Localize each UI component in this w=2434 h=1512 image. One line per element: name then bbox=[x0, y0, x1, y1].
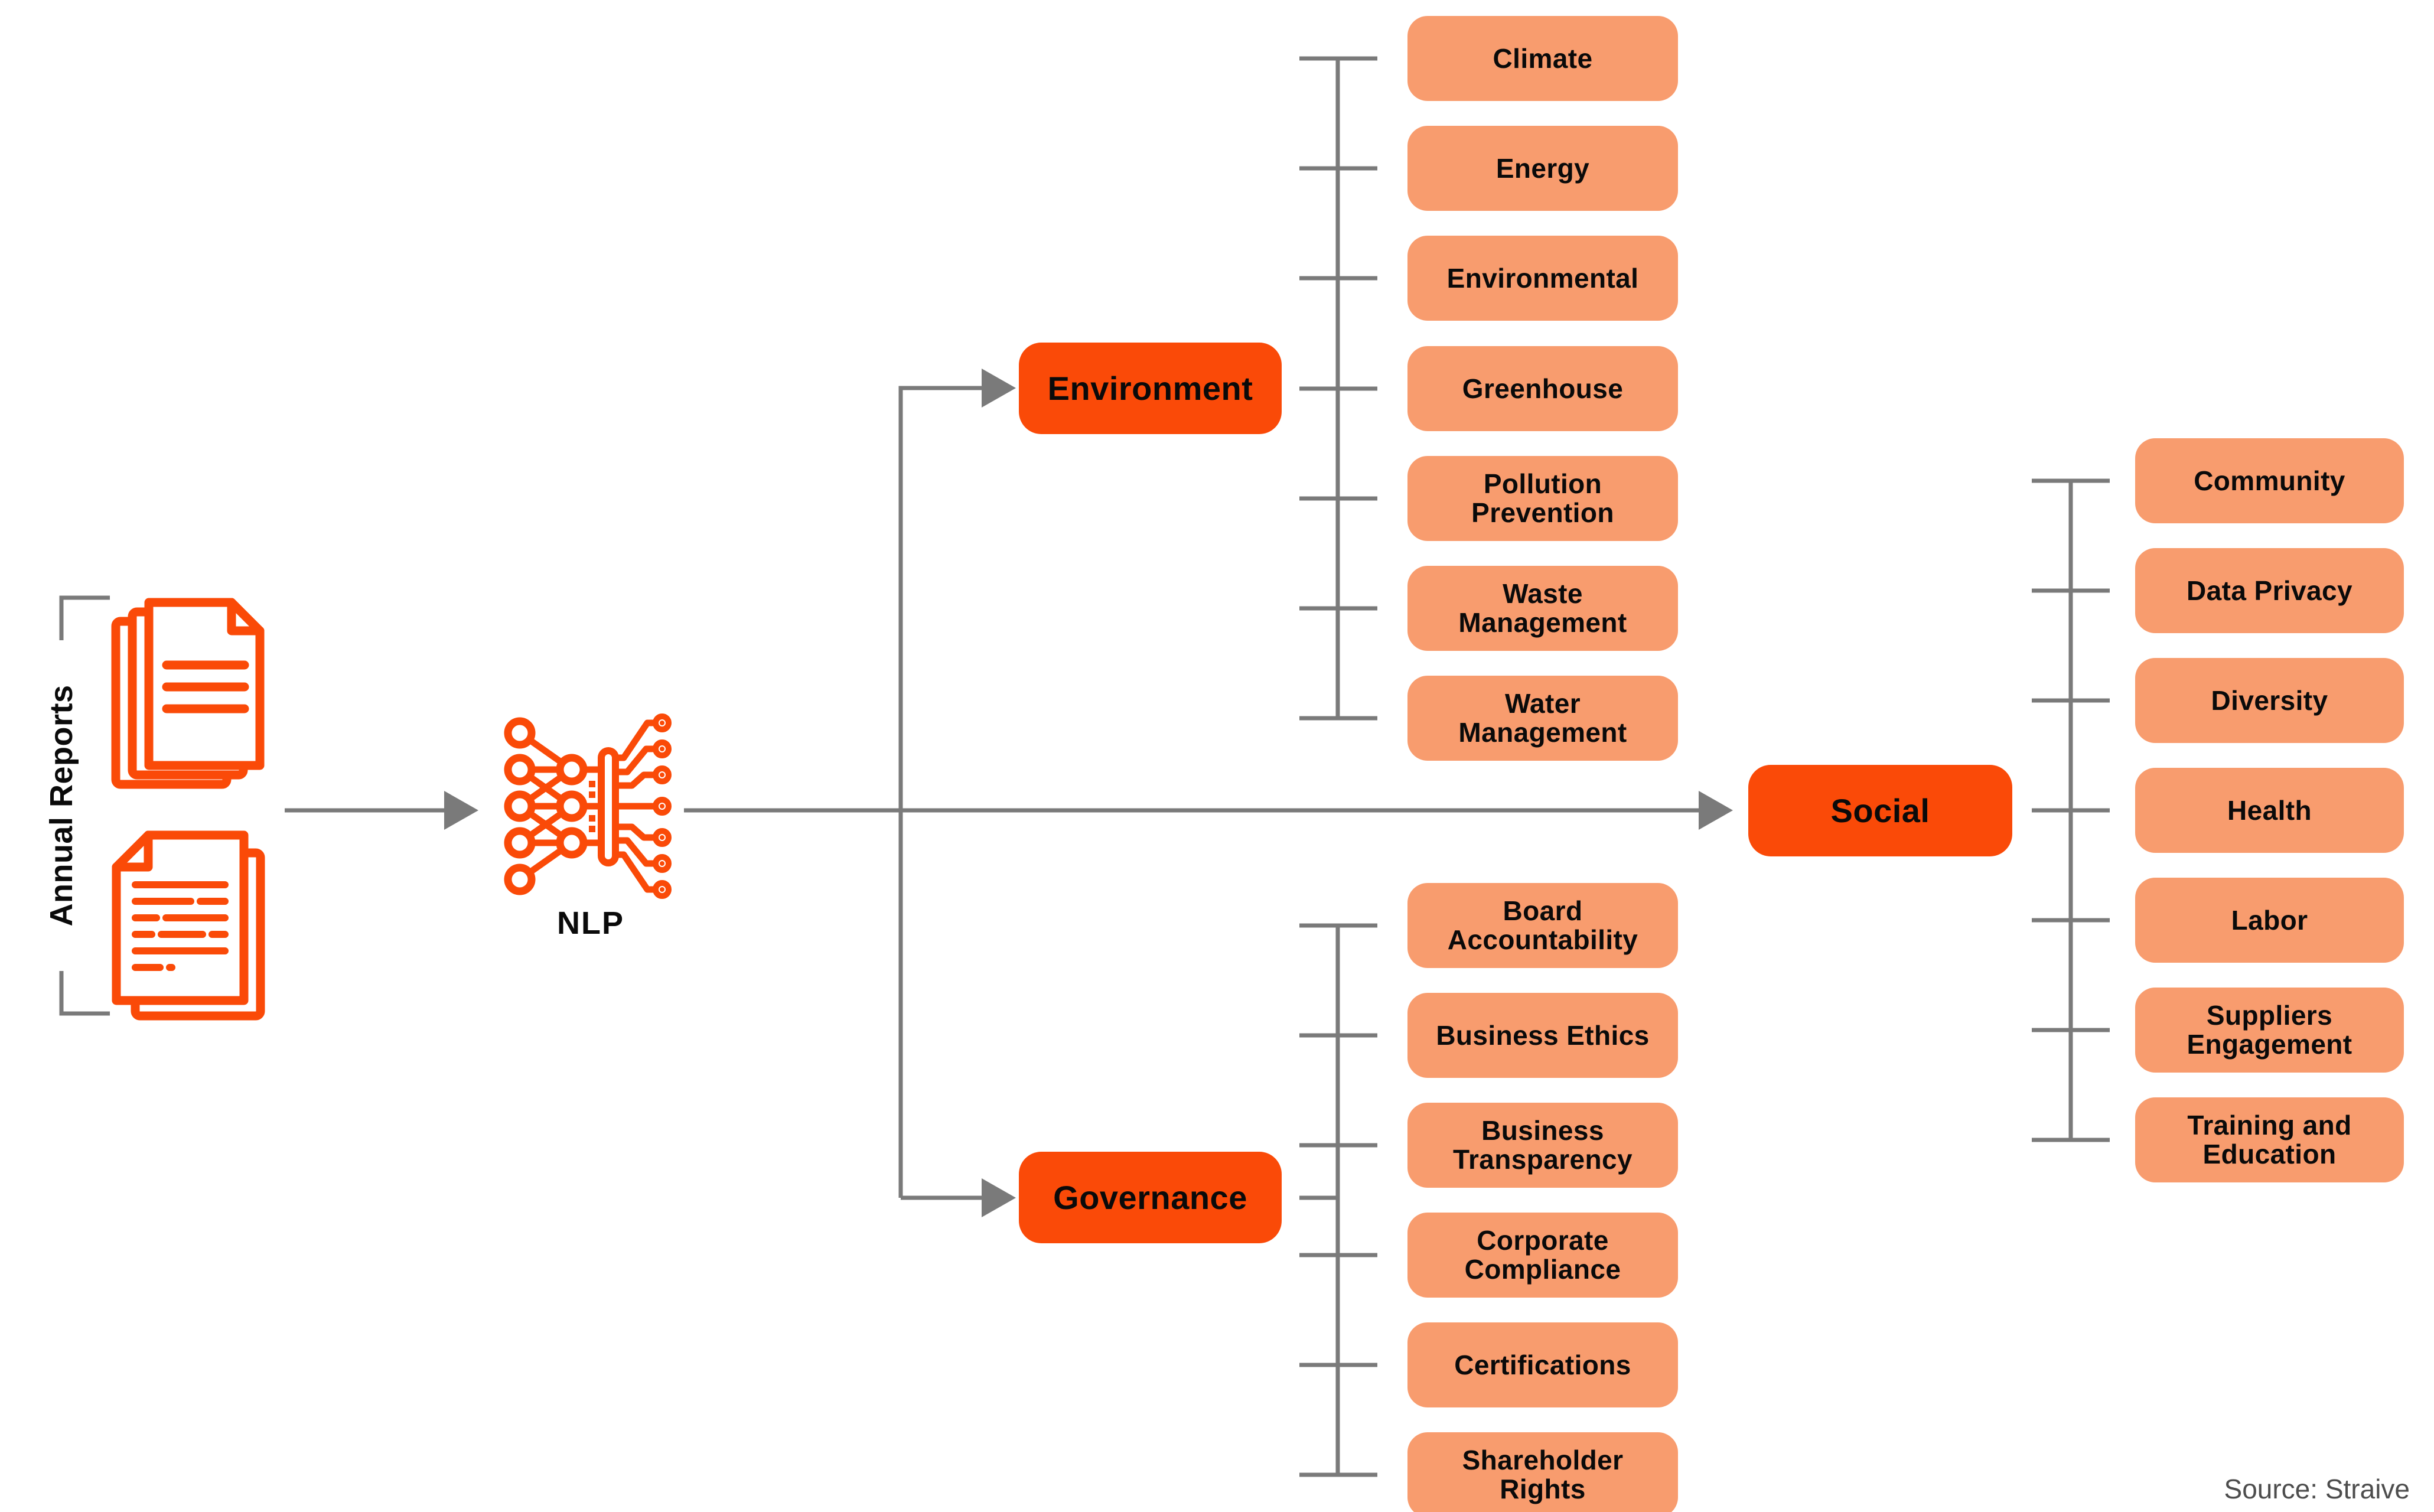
child-box-energy: Energy bbox=[1407, 126, 1678, 211]
social-arrow-head bbox=[1699, 791, 1733, 830]
document-stack-icon bbox=[111, 598, 265, 789]
category-box-governance: Governance bbox=[1019, 1152, 1282, 1243]
child-box-suppliers-engagement: Suppliers Engagement bbox=[2135, 988, 2404, 1073]
child-box-labor: Labor bbox=[2135, 878, 2404, 963]
governance-arrow-head bbox=[982, 1178, 1016, 1217]
child-box-environmental: Environmental bbox=[1407, 236, 1678, 321]
nlp-output-traces bbox=[612, 713, 672, 899]
child-box-business-ethics: Business Ethics bbox=[1407, 993, 1678, 1078]
annual-reports-label: Annual Reports bbox=[40, 640, 83, 971]
child-box-diversity: Diversity bbox=[2135, 658, 2404, 743]
child-box-data-privacy: Data Privacy bbox=[2135, 548, 2404, 633]
nlp-input-nodes bbox=[504, 717, 588, 895]
child-box-shareholder-rights: Shareholder Rights bbox=[1407, 1432, 1678, 1512]
document-report-icon bbox=[112, 830, 265, 1021]
child-box-training-and-education: Training and Education bbox=[2135, 1097, 2404, 1182]
nlp-neural-network-icon bbox=[504, 713, 672, 899]
child-box-board-accountability: Board Accountability bbox=[1407, 883, 1678, 968]
child-box-corporate-compliance: Corporate Compliance bbox=[1407, 1213, 1678, 1298]
child-box-community: Community bbox=[2135, 438, 2404, 523]
child-box-health: Health bbox=[2135, 768, 2404, 853]
environment-arrow-head bbox=[982, 369, 1016, 408]
input-arrow-head bbox=[444, 791, 478, 830]
source-note: Source: Straive bbox=[2224, 1474, 2410, 1504]
branch-line-environment bbox=[898, 386, 982, 1198]
child-box-certifications: Certifications bbox=[1407, 1322, 1678, 1407]
child-box-pollution-prevention: Pollution Prevention bbox=[1407, 456, 1678, 541]
child-box-waste-management: Waste Management bbox=[1407, 566, 1678, 651]
category-box-environment: Environment bbox=[1019, 343, 1282, 434]
child-box-greenhouse: Greenhouse bbox=[1407, 346, 1678, 431]
child-box-climate: Climate bbox=[1407, 16, 1678, 101]
child-spines-and-ticks bbox=[1299, 56, 2110, 1477]
category-box-social: Social bbox=[1748, 765, 2012, 856]
nlp-label: NLP bbox=[557, 905, 624, 941]
child-box-business-transparency: Business Transparency bbox=[1407, 1103, 1678, 1188]
child-box-water-management: Water Management bbox=[1407, 676, 1678, 761]
